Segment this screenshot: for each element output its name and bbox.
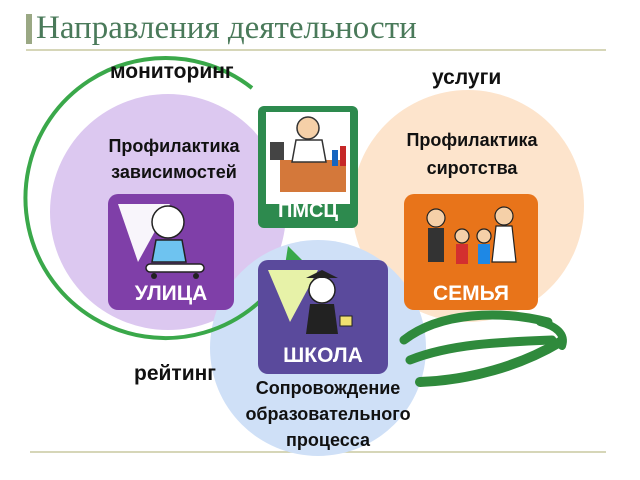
label-support-1: Сопровождение [255, 378, 401, 398]
monitoring-ring [23, 56, 292, 341]
tile-street[interactable] [108, 194, 234, 310]
label-prevention-orphan-2: сиротства [426, 158, 518, 178]
slide-title: Направления деятельности [36, 10, 417, 46]
title-accent-bar [26, 14, 32, 44]
label-prevention-addiction-2: зависимостей [111, 162, 237, 182]
skater-icon [151, 205, 185, 239]
label-prevention-addiction-1: Профилактика [108, 136, 240, 156]
tile-pmsc[interactable] [258, 106, 358, 228]
tile-family[interactable] [404, 194, 538, 310]
label-monitoring: мониторинг [110, 60, 234, 83]
tile-school-label: ШКОЛА [283, 344, 363, 367]
family-icon [426, 208, 446, 228]
label-services: услуги [432, 66, 502, 89]
graduate-icon [308, 276, 336, 304]
skateboard-icon [145, 263, 205, 273]
specialist-icon [296, 116, 320, 140]
label-rating: рейтинг [134, 362, 217, 385]
tile-street-label: УЛИЦА [134, 282, 208, 305]
tile-pmsc-label: ПМСЦ [277, 200, 339, 222]
label-support-2: образовательного [245, 404, 411, 424]
label-support-3: процесса [286, 430, 370, 450]
label-prevention-orphan-1: Профилактика [406, 130, 538, 150]
tile-school[interactable] [258, 260, 388, 374]
tile-family-label: СЕМЬЯ [432, 282, 510, 305]
hand-icon [399, 310, 567, 387]
